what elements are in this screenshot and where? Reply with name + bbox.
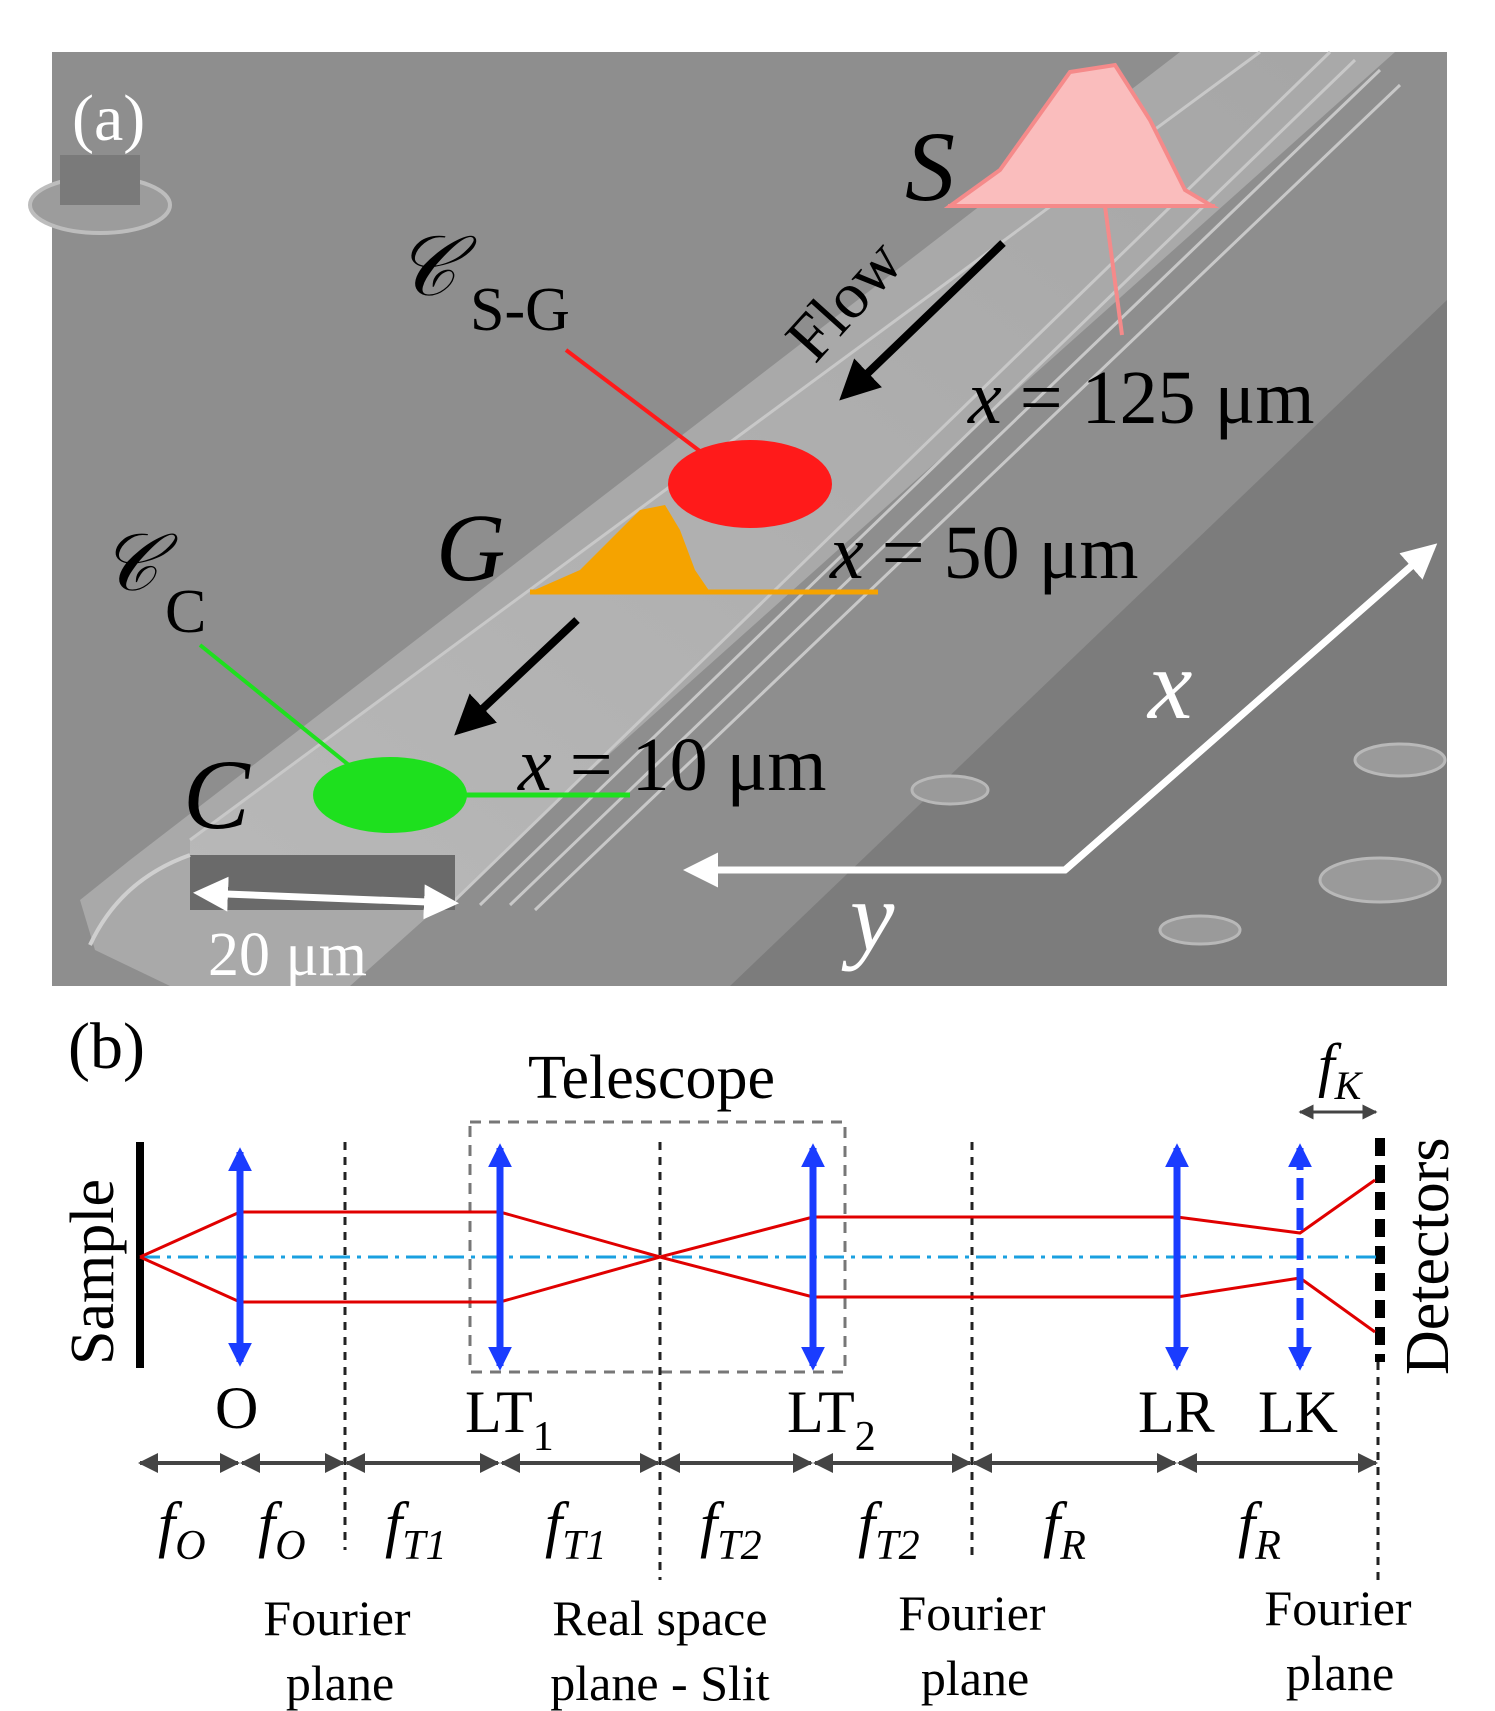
plane-label-fourier-2b: plane	[921, 1650, 1029, 1706]
panel-b: (b) Telescope Sample Detectors	[59, 1010, 1462, 1711]
flow-arrow	[839, 240, 1006, 401]
focal-label-ft2-1: fT2	[700, 1491, 762, 1569]
x-axis-arrowhead	[1062, 543, 1438, 873]
panel-b-label: (b)	[68, 1010, 145, 1083]
sem-dot-2	[1158, 914, 1242, 946]
plane-label-fourier-3: Fourier	[1264, 1580, 1412, 1636]
label-c: C	[183, 739, 251, 850]
pos-g-text: x= 50 μm	[829, 511, 1138, 595]
plane-markers	[343, 1142, 1380, 1585]
sample-label: Sample	[59, 1179, 127, 1365]
sg-spot	[668, 440, 832, 528]
y-axis-label: y	[841, 861, 895, 972]
s-pointer	[1103, 205, 1124, 336]
label-c-subscript: C	[165, 578, 206, 646]
scale-bar-arrow	[193, 876, 459, 920]
telescope-label: Telescope	[528, 1044, 775, 1112]
sem-dot-3	[1353, 742, 1447, 778]
focal-label-ft1-2: fT1	[545, 1491, 607, 1569]
ray-lower	[139, 1255, 1376, 1334]
waveguide-stripes	[189, 50, 1402, 912]
detectors-label: Detectors	[1394, 1137, 1462, 1375]
g-emission-profile	[530, 505, 710, 592]
waveguide-edge-curve	[88, 853, 191, 946]
lens-label-o: O	[215, 1375, 258, 1441]
plane-label-fourier-1b: plane	[286, 1655, 394, 1711]
plane-label-fourier-3b: plane	[1286, 1645, 1394, 1701]
panel-a: (a) S Flow 𝒞 S-G x= 125 μm G x= 50 μm 𝒞 …	[28, 50, 1447, 989]
telescope-box	[468, 1120, 847, 1374]
s-emission-profile	[943, 62, 1220, 208]
lens-label-lr: LR	[1138, 1379, 1215, 1445]
pos-s-text: x= 125 μm	[967, 356, 1314, 440]
focal-label-fk: fK	[1318, 1032, 1364, 1108]
c-spot	[313, 757, 467, 833]
ray-paths	[139, 1178, 1376, 1334]
pos-c-text: x= 10 μm	[517, 723, 826, 807]
lenses	[228, 1143, 1312, 1371]
sg-pointer	[564, 348, 707, 457]
label-g: G	[436, 494, 505, 601]
sem-substrate-shading	[730, 300, 1447, 986]
x-axis-label: x	[1146, 629, 1192, 740]
plane-label-fourier-1: Fourier	[263, 1590, 411, 1646]
plane-label-fourier-2: Fourier	[898, 1585, 1046, 1641]
panel-a-label: (a)	[72, 82, 145, 155]
plane-label-real-1: Real space	[552, 1590, 767, 1646]
focal-label-fo-1: fO	[158, 1491, 206, 1569]
lens-label-lt2: LT2	[787, 1379, 876, 1460]
sem-dot-4	[1318, 856, 1442, 904]
focal-label-ft1-1: fT1	[385, 1491, 447, 1569]
sem-pillar-left-body	[60, 155, 140, 205]
c-pointer	[198, 643, 357, 772]
focal-label-ft2-2: fT2	[858, 1491, 920, 1569]
focal-label-fr-1: fR	[1043, 1491, 1086, 1569]
label-s: S	[905, 111, 955, 222]
scale-bar-label: 20 μm	[208, 921, 367, 989]
flow-arrow-2	[454, 617, 580, 736]
plane-label-real-2: plane - Slit	[550, 1655, 770, 1711]
label-sg-subscript: S-G	[470, 276, 570, 344]
lens-label-lk: LK	[1258, 1379, 1338, 1445]
ray-upper	[139, 1178, 1376, 1259]
focal-label-fr-2: fR	[1238, 1491, 1281, 1569]
lens-label-lt1: LT1	[465, 1379, 554, 1460]
sem-dot-1	[910, 774, 990, 806]
focal-label-fo-2: fO	[258, 1491, 306, 1569]
